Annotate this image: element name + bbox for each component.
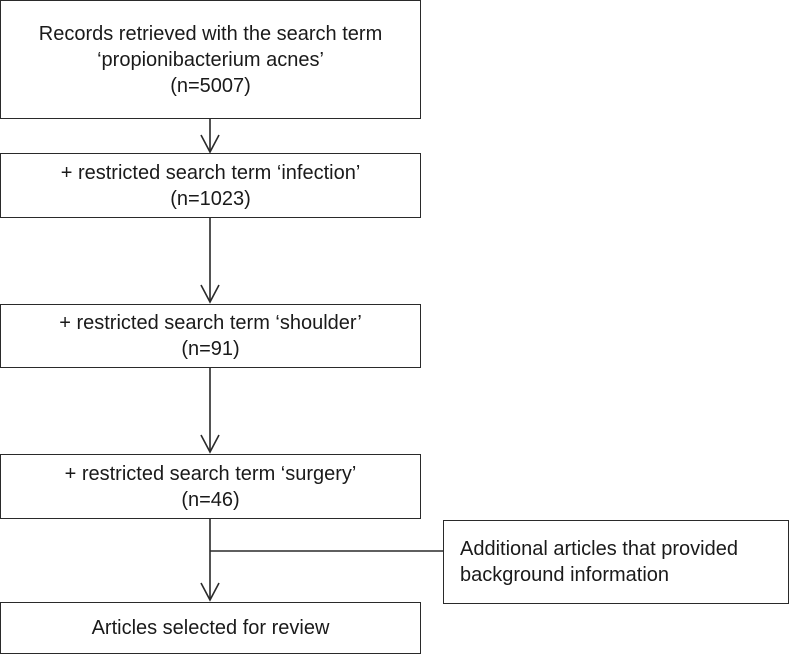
infection-filter-box: + restricted search term ‘infection’ (n=… — [0, 153, 421, 218]
surgery-filter-label: + restricted search term ‘surgery’ — [64, 462, 357, 485]
shoulder-filter-box: + restricted search term ‘shoulder’ (n=9… — [0, 304, 421, 368]
infection-filter-count: (n=1023) — [170, 187, 251, 210]
additional-articles-box: Additional articles that provided backgr… — [443, 520, 789, 604]
surgery-filter-box: + restricted search term ‘surgery’ (n=46… — [0, 454, 421, 519]
surgery-filter-count: (n=46) — [181, 488, 240, 511]
records-retrieved-line2: ‘propionibacterium acnes’ — [97, 48, 324, 71]
records-retrieved-line1: Records retrieved with the search term — [38, 22, 383, 45]
arrow-records-to-infection — [200, 119, 220, 154]
articles-selected-box: Articles selected for review — [0, 602, 421, 654]
arrow-infection-to-shoulder — [200, 218, 220, 304]
articles-selected-label: Articles selected for review — [91, 617, 330, 639]
arrow-shoulder-to-surgery — [200, 368, 220, 454]
additional-articles-line2: background information — [460, 564, 670, 586]
records-retrieved-box: Records retrieved with the search term ‘… — [0, 0, 421, 119]
shoulder-filter-count: (n=91) — [181, 338, 240, 360]
records-retrieved-count: (n=5007) — [170, 74, 251, 97]
arrow-surgery-to-selected — [200, 519, 220, 602]
additional-articles-line1: Additional articles that provided — [460, 538, 738, 560]
infection-filter-label: + restricted search term ‘infection’ — [60, 161, 361, 184]
shoulder-filter-label: + restricted search term ‘shoulder’ — [59, 312, 362, 334]
